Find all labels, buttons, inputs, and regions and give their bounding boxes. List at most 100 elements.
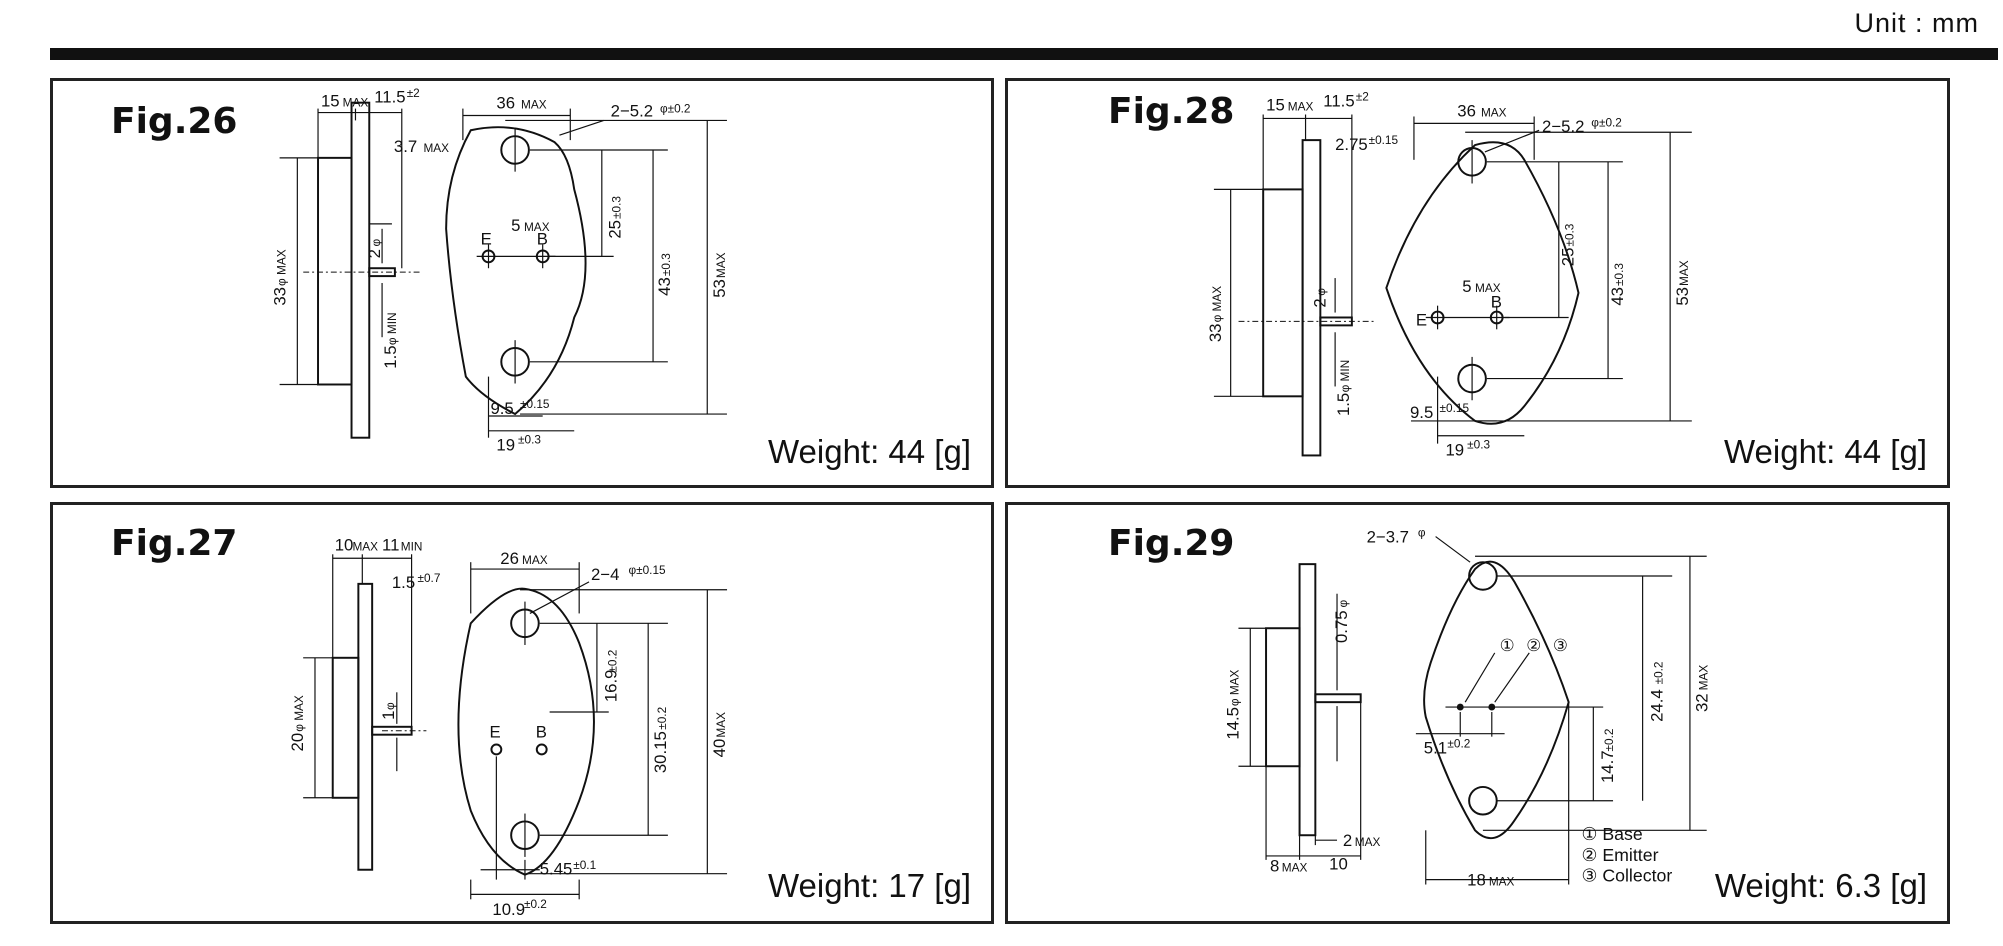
dim-label: 43 (655, 277, 674, 296)
dim-label: 53 (710, 279, 729, 298)
dim-suffix: MAX (521, 98, 547, 112)
dim-label: 36 (496, 94, 515, 113)
dim-label: 15 (1266, 96, 1285, 115)
pin-legend-item: ② Emitter (1582, 845, 1659, 865)
pin-label: E (1416, 310, 1427, 329)
dim-label: 25 (1559, 248, 1578, 267)
dim-suffix: φ MAX (1227, 669, 1241, 706)
dim-label: 40 (710, 739, 729, 758)
top-view (457, 562, 728, 900)
dim-suffix: ±0.3 (518, 433, 541, 447)
pin-label: E (489, 723, 500, 742)
dim-suffix: MAX (1355, 835, 1381, 849)
pin-label: B (1491, 293, 1502, 312)
pin-legend-item: ① Base (1582, 824, 1643, 844)
dim-label: 5.1 (1424, 738, 1447, 757)
header-rule (50, 48, 1998, 60)
dim-label: 2−3.7 (1367, 527, 1409, 546)
dim-label: 1.5 (381, 345, 400, 368)
dim-label: 14.7 (1598, 750, 1617, 783)
pin-label: B (536, 723, 547, 742)
dim-suffix: ±0.15 (1369, 133, 1399, 147)
dim-label: 2 (365, 249, 384, 258)
dim-label: 1.5 (392, 573, 415, 592)
dim-label: 25 (606, 220, 625, 239)
top-view (445, 108, 727, 438)
top-view (1385, 116, 1692, 444)
dim-suffix: ±0.2 (1602, 729, 1616, 752)
transistor-outline-drawing: 10 MAX 11 MIN 1.5 ±0.7 20 φ MAX 1 φ (288, 535, 729, 919)
dim-suffix: φ MIN (385, 312, 399, 345)
dim-label: 33 (1206, 323, 1225, 342)
dim-label: 18 (1467, 871, 1486, 890)
dim-suffix: φ (383, 702, 397, 710)
dim-suffix: MAX (1288, 100, 1314, 114)
dim-label: 11.5 (1323, 92, 1354, 111)
dim-label: 19 (496, 436, 515, 455)
figure-panel-27: Fig.27 Weight: 17 [g] 10 MAX 11 MIN 1.5 … (50, 502, 994, 924)
dim-label: 1 (379, 711, 398, 720)
dim-label: 2 (1310, 298, 1329, 307)
dim-label: 2.75 (1335, 135, 1368, 154)
dim-label: 10.9 (492, 900, 525, 919)
dim-suffix: φ MIN (1338, 360, 1352, 393)
dim-suffix: MAX (524, 220, 550, 234)
transistor-outline-drawing: 15 MAX 11.5 ±2 3.7 MAX 33 φ MAX 2 φ 1.5 … (271, 86, 729, 455)
dim-suffix: ±0.15 (520, 397, 550, 411)
dim-suffix: ±0.2 (655, 707, 669, 730)
dim-label: 2−5.2 (611, 101, 653, 120)
weight-label: Weight: 17 [g] (767, 867, 971, 904)
dim-suffix: φ±0.15 (628, 563, 666, 577)
dim-suffix: MAX (352, 539, 378, 553)
dim-suffix: MAX (714, 252, 728, 278)
dim-label: 14.5 (1223, 707, 1242, 740)
dim-suffix: φ (369, 239, 383, 247)
weight-label: Weight: 6.3 [g] (1714, 867, 1927, 904)
figure-label: Fig.28 (1108, 91, 1235, 132)
dim-suffix: φ MAX (292, 695, 306, 732)
dim-label: 3.7 (394, 137, 417, 156)
dim-suffix: MAX (1282, 861, 1308, 875)
dim-label: 26 (500, 549, 519, 568)
pin-marker: ③ (1553, 636, 1568, 655)
dim-suffix: ±0.3 (1467, 438, 1490, 452)
figure-panel-29: Fig.29 Weight: 6.3 [g] 14.5 φ MAX 0.75 φ… (1005, 502, 1950, 924)
dim-label: 33 (271, 287, 290, 306)
dim-suffix: ±2 (1356, 90, 1369, 104)
dim-label: 5.45 (540, 860, 573, 879)
dim-suffix: MAX (1489, 875, 1515, 889)
dim-label: 32 (1693, 693, 1712, 712)
dim-suffix: ±0.3 (1612, 263, 1626, 286)
side-view (1213, 114, 1377, 457)
dim-label: 2−5.2 (1542, 117, 1584, 136)
dim-suffix: MAX (1475, 281, 1501, 295)
dim-label: 1.5 (1334, 393, 1353, 416)
dim-suffix: MAX (343, 96, 369, 110)
dim-suffix: φ±0.2 (660, 102, 691, 116)
transistor-outline-drawing: 15 MAX 11.5 ±2 2.75 ±0.15 33 φ MAX 2 φ 1… (1206, 90, 1692, 460)
side-view (303, 554, 427, 871)
figure-panel-26: Fig.26 Weight: 44 [g] 15 MAX 11.5 ±2 3.7… (50, 78, 994, 488)
pin-label: E (481, 230, 492, 249)
dim-suffix: φ MAX (1210, 286, 1224, 323)
dim-suffix: ±0.2 (606, 650, 620, 673)
dim-label: 53 (1673, 287, 1692, 306)
dim-suffix: φ (1336, 600, 1350, 608)
dim-suffix: MAX (1697, 665, 1711, 691)
dim-label: 43 (1608, 287, 1627, 306)
dim-label: 20 (288, 733, 307, 752)
dim-label: 11 (382, 535, 399, 554)
dim-label: 15 (321, 92, 340, 111)
dim-suffix: MAX (1677, 260, 1691, 286)
dim-label: 10 (335, 535, 354, 554)
top-view (1415, 536, 1707, 885)
figure-label: Fig.29 (1108, 523, 1235, 564)
dim-suffix: ±0.3 (610, 196, 624, 219)
dim-label: 36 (1457, 101, 1476, 120)
dim-label: 2 (1343, 831, 1352, 850)
dim-suffix: ±0.1 (573, 858, 596, 872)
dim-label: 0.75 (1332, 610, 1351, 643)
dim-suffix: MAX (423, 141, 449, 155)
dim-suffix: ±0.2 (524, 897, 547, 911)
unit-label: Unit : mm (1854, 8, 1979, 38)
